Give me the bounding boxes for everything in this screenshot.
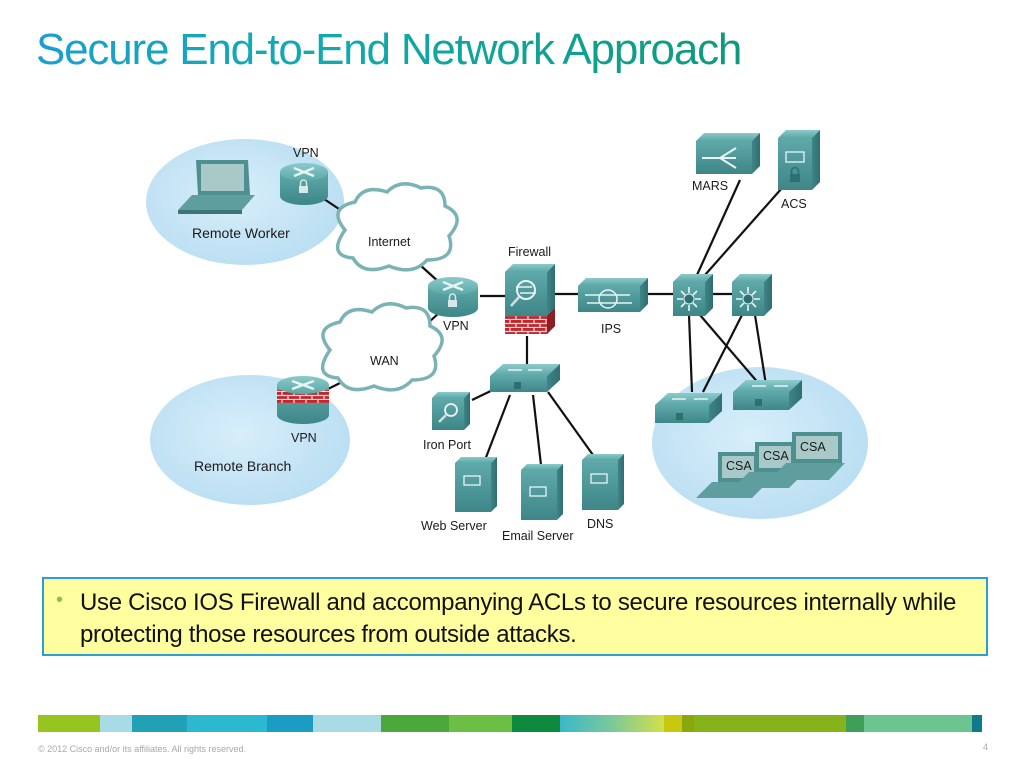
dns-label: DNS (587, 517, 613, 531)
link-dmz-dns (547, 391, 594, 456)
color-bar-segment (972, 715, 982, 732)
color-bar-segment (449, 715, 512, 732)
callout-box: • Use Cisco IOS Firewall and accompanyin… (42, 577, 988, 656)
color-bar-segment (267, 715, 313, 732)
csa-label-2: CSA (763, 449, 789, 463)
ips-icon (578, 278, 648, 312)
color-bar-segment (864, 715, 972, 732)
iron-port-icon (432, 392, 470, 430)
csa-label-3: CSA (800, 440, 826, 454)
link-switch2-access2 (753, 314, 768, 386)
mars-icon (696, 133, 760, 174)
slide-title: Secure End-to-End Network Approach (36, 22, 742, 78)
copyright-text: © 2012 Cisco and/or its affiliates. All … (38, 744, 247, 754)
csa-laptop-3-icon: CSA (770, 432, 845, 480)
link-switch1-access1 (687, 314, 694, 393)
email-server-icon (521, 464, 563, 520)
color-bar-segment (846, 715, 864, 732)
callout-text: Use Cisco IOS Firewall and accompanying … (80, 589, 957, 648)
footer-color-bar (38, 715, 987, 732)
color-bar-segment (187, 715, 267, 732)
color-bar-segment (512, 715, 560, 732)
acs-icon (778, 130, 820, 190)
iron-port-label: Iron Port (423, 438, 471, 452)
link-switch1-mars (695, 179, 742, 276)
access-switch-2-icon (733, 380, 802, 410)
vpn-worker-label: VPN (293, 146, 319, 160)
ips-label: IPS (601, 322, 621, 336)
link-switch2-access1 (702, 314, 743, 393)
remote-branch-label: Remote Branch (194, 458, 291, 474)
acs-label: ACS (781, 197, 807, 211)
bullet-icon: • (56, 589, 64, 611)
vpn-router-worker-icon (280, 163, 328, 205)
access-switch-1-icon (655, 393, 722, 423)
wan-label: WAN (370, 354, 399, 368)
core-switch-1-icon (673, 274, 713, 316)
core-switch-2-icon (732, 274, 772, 316)
wan-cloud: WAN (320, 302, 444, 392)
web-server-label: Web Server (421, 519, 487, 533)
color-bar-segment (694, 715, 846, 732)
links (317, 179, 783, 466)
web-server-icon (455, 457, 497, 512)
laptop-icon (178, 160, 255, 214)
link-switch1-access2 (699, 314, 761, 386)
firewall-icon (505, 264, 555, 334)
link-switch1-acs (704, 187, 783, 276)
internet-label: Internet (368, 235, 411, 249)
color-bar-segment (132, 715, 187, 732)
internet-cloud: Internet (335, 182, 459, 272)
link-dmz-webserver (483, 394, 512, 461)
vpn-router-branch-icon (277, 376, 329, 424)
email-server-label: Email Server (502, 529, 574, 543)
network-diagram: Internet WAN VPN Remote Worker VPN VPN R… (146, 130, 868, 543)
color-bar-segment (682, 715, 694, 732)
dmz-switch-icon (490, 364, 560, 392)
vpn-hq-label: VPN (443, 319, 469, 333)
csa-label-1: CSA (726, 459, 752, 473)
dns-server-icon (582, 454, 624, 510)
vpn-branch-label: VPN (291, 431, 317, 445)
color-bar-segment (560, 715, 664, 732)
color-bar-segment (100, 715, 132, 732)
vpn-router-hq-icon (428, 277, 478, 317)
firewall-label: Firewall (508, 245, 551, 259)
color-bar-segment (38, 715, 100, 732)
color-bar-segment (381, 715, 449, 732)
color-bar-segment (664, 715, 682, 732)
remote-worker-label: Remote Worker (192, 225, 290, 241)
mars-label: MARS (692, 179, 728, 193)
link-dmz-emailserver (531, 394, 543, 466)
color-bar-segment (313, 715, 381, 732)
page-number: 4 (983, 742, 989, 752)
